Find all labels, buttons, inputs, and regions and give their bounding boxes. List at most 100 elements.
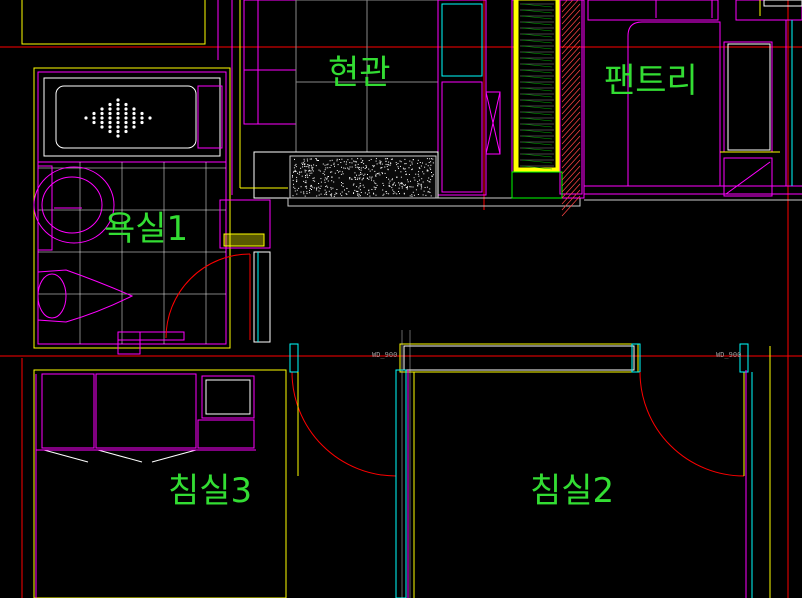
- hatch-line: [561, 165, 581, 187]
- hatch-line: [521, 57, 553, 62]
- hatch-line: [561, 33, 581, 55]
- speckle-dot: [312, 170, 314, 172]
- speckle-dot: [374, 187, 376, 189]
- speckle-dot: [318, 183, 320, 184]
- shower-dot: [116, 134, 120, 138]
- speckle-dot: [420, 165, 422, 167]
- speckle-dot: [413, 177, 415, 179]
- shower-dot: [124, 129, 128, 134]
- speckle-dot: [365, 167, 367, 169]
- speckle-dot: [342, 173, 344, 175]
- speckle-dot: [427, 191, 429, 193]
- hatch-line: [521, 111, 553, 116]
- speckle-dot: [368, 160, 370, 161]
- speckle-dot: [298, 187, 300, 189]
- speckle-dot: [389, 186, 391, 187]
- speckle-dot: [392, 178, 393, 180]
- hatch-line: [561, 27, 581, 49]
- speckle-dot: [343, 167, 345, 169]
- speckle-dot: [431, 172, 432, 173]
- speckle-dot: [346, 161, 347, 163]
- speckle-dot: [393, 182, 395, 184]
- speckle-dot: [390, 158, 392, 160]
- speckle-dot: [327, 186, 329, 188]
- shower-dot: [132, 116, 136, 120]
- speckle-dot: [380, 163, 381, 165]
- speckle-dot: [305, 176, 307, 178]
- speckle-dot: [430, 195, 432, 197]
- speckle-dot: [296, 181, 297, 183]
- speckle-dot: [364, 192, 366, 194]
- speckle-dot: [363, 186, 365, 188]
- speckle-dot: [357, 194, 359, 196]
- speckle-dot: [325, 186, 327, 188]
- speckle-dot: [392, 183, 394, 185]
- speckle-dot: [377, 173, 379, 174]
- speckle-dot: [420, 184, 422, 186]
- speckle-dot: [310, 170, 312, 172]
- speckle-dot: [401, 183, 403, 185]
- speckle-dot: [294, 190, 296, 192]
- speckle-dot: [405, 187, 407, 188]
- speckle-dot: [360, 158, 362, 160]
- speckle-dot: [294, 158, 295, 160]
- speckle-dot: [361, 173, 363, 175]
- speckle-dot: [309, 169, 310, 171]
- speckle-dot: [427, 170, 429, 172]
- speckle-dot: [429, 192, 431, 193]
- speckle-dot: [399, 184, 401, 186]
- speckle-dot: [398, 191, 399, 192]
- speckle-dot: [330, 195, 332, 197]
- speckle-dot: [330, 171, 331, 173]
- hatch-line: [561, 123, 581, 145]
- speckle-dot: [369, 195, 371, 197]
- speckle-dot: [371, 169, 373, 171]
- hatch-line: [561, 189, 581, 211]
- speckle-dot: [428, 177, 430, 179]
- speckle-dot: [310, 184, 312, 186]
- bathroom-1: [33, 67, 271, 355]
- speckle-dot: [320, 185, 322, 187]
- speckle-dot: [331, 180, 333, 182]
- hatch-line: [521, 135, 553, 140]
- speckle-dot: [391, 179, 393, 181]
- speckle-dot: [358, 167, 359, 169]
- speckle-dot: [333, 195, 335, 197]
- speckle-dot: [293, 167, 295, 169]
- speckle-dot: [408, 174, 410, 175]
- speckle-dot: [301, 175, 303, 177]
- speckle-dot: [429, 167, 431, 169]
- speckle-dot: [313, 177, 315, 179]
- speckle-dot: [401, 186, 403, 187]
- speckle-dot: [426, 170, 428, 172]
- speckle-dot: [331, 176, 333, 178]
- hatch-line: [521, 141, 553, 146]
- speckle-dot: [380, 161, 381, 163]
- speckle-dot: [411, 169, 413, 171]
- shower-dot: [140, 111, 144, 116]
- speckle-dot: [304, 186, 306, 188]
- speckle-dot: [396, 176, 398, 178]
- speckle-dot: [385, 163, 387, 165]
- shower-dot: [132, 120, 136, 125]
- speckle-dot: [431, 175, 433, 177]
- speckle-dot: [364, 168, 366, 169]
- speckle-dot: [339, 170, 341, 172]
- shower-dot: [132, 107, 136, 111]
- speckle-dot: [309, 190, 310, 192]
- speckle-dot: [329, 167, 331, 168]
- speckle-dot: [326, 185, 328, 187]
- speckle-dot: [346, 193, 348, 195]
- speckle-dot: [360, 162, 362, 163]
- speckle-dot: [303, 180, 305, 182]
- shower-dot: [108, 111, 112, 116]
- speckle-dot: [359, 182, 361, 184]
- speckle-dot: [403, 193, 405, 195]
- speckle-dot: [430, 164, 432, 166]
- shower-dot: [116, 125, 120, 129]
- speckle-dot: [432, 174, 434, 176]
- speckle-dot: [306, 193, 308, 194]
- speckle-dot: [358, 195, 360, 197]
- speckle-dot: [295, 166, 297, 168]
- speckle-dot: [314, 180, 316, 182]
